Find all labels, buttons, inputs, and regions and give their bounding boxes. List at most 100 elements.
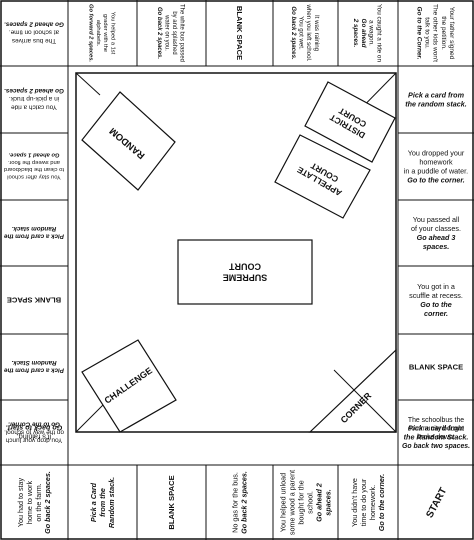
inner-square: [75, 72, 397, 433]
space-text-line: You helped unload: [279, 473, 288, 532]
space-bottom-unload-wood: You helped unloadsome wood a parentbough…: [279, 470, 333, 535]
space-text-line: BLANK SPACE: [7, 295, 61, 304]
label-line: COURT: [229, 261, 261, 271]
space-text-line: 2 spaces.: [352, 18, 359, 48]
diagonal-top-left: [75, 72, 101, 96]
space-text-line: the Random Stack.: [404, 433, 469, 442]
space-bottom-start: START: [424, 486, 449, 520]
space-text-line: Go to the Corner.: [8, 420, 60, 427]
space-text-line: No gas for the bus.: [231, 472, 240, 533]
space-text-line: Go ahead: [360, 19, 367, 48]
district-court-zone[interactable]: [304, 81, 396, 163]
space-text-line: a wagon.: [368, 20, 375, 46]
space-text-line: It was raining: [313, 15, 320, 51]
space-text-line: Go back 2 spaces.: [290, 6, 297, 60]
space-text: BLANK SPACE: [235, 6, 244, 60]
space-text: BLANK SPACE: [167, 475, 176, 529]
space-left-blank-left: BLANK SPACE: [7, 295, 61, 304]
space-text-line: in a pick-up truck.: [9, 95, 60, 102]
space-text-line: You got in a: [417, 282, 455, 291]
space-text: You caught a ride ona wagon.Go ahead2 sp…: [352, 4, 383, 62]
space-text-line: in a puddle of water.: [404, 167, 468, 176]
space-text-line: corner.: [424, 309, 448, 318]
space-text-line: spaces.: [423, 242, 449, 251]
space-text-line: school.: [306, 491, 315, 514]
space-text-line: Go to the: [420, 300, 452, 309]
space-text-line: from the: [98, 488, 107, 517]
space-text: You drop your lunchon the way to school.…: [4, 420, 64, 443]
space-text: It's raining.Go back to start.: [6, 423, 63, 441]
space-text-line: Go ahead 2 spaces.: [4, 21, 64, 28]
supreme-court-label: SUPREMECOURT: [223, 261, 268, 282]
space-text-line: Pick a card from the: [4, 367, 64, 374]
random-card-zone[interactable]: [81, 91, 176, 191]
space-text-line: spaces.: [324, 489, 333, 515]
space-text-line: Go ahead 1 space.: [8, 152, 59, 158]
space-text-line: community bought: [408, 426, 464, 433]
space-text: Your father signedthe petition.The other…: [415, 4, 455, 62]
space-text-line: You catch a ride: [11, 103, 57, 110]
space-text-line: homework.: [368, 485, 377, 520]
space-text: It was rainingwhen you left school.You g…: [290, 3, 320, 61]
diagonal-bottom-right: [333, 369, 397, 433]
space-text-line: You didn't have: [350, 478, 359, 527]
space-text-line: You caught a ride on: [376, 4, 383, 62]
challenge-zone[interactable]: [81, 339, 177, 433]
space-text-line: The white bus passed: [179, 4, 185, 62]
space-text-line: Go back 2 spaces.: [156, 7, 162, 59]
space-bottom-farm: You had to stayhome to workon the farm.G…: [16, 471, 52, 534]
space-top-father-petition: Your father signedthe petition.The other…: [415, 4, 455, 62]
space-text-line: Go to the corner.: [407, 176, 465, 185]
appellate-court-zone[interactable]: [274, 134, 371, 219]
space-left-pick-card-left-1: Pick a card from theRandom stack.: [4, 225, 64, 240]
space-text-line: grader with the: [102, 14, 108, 52]
space-left-clean-blackboard: You stay after schoolto clean the blackb…: [4, 152, 64, 180]
space-text: Pick a card from theRandom stack.: [4, 225, 64, 240]
space-text-line: The schoolbus the: [408, 417, 464, 424]
space-text-line: of your classes.: [411, 224, 461, 233]
space-text-line: some wood a parent: [288, 470, 297, 535]
space-text-line: Pick a Card: [89, 482, 98, 522]
space-text-line: the petition.: [440, 16, 447, 50]
space-text-line: on the farm.: [34, 483, 43, 521]
space-text-line: BLANK SPACE: [235, 6, 244, 60]
space-text-line: when you left school.: [305, 3, 312, 61]
space-text: BLANK SPACE: [7, 295, 61, 304]
space-text-line: Go ahead 2 spaces.: [4, 87, 64, 94]
space-text-line: BLANK SPACE: [409, 363, 463, 372]
space-text-line: Go forward 2 spaces.: [88, 4, 94, 62]
space-left-raining-left: It's raining.Go back to start.: [6, 423, 63, 441]
space-text: Pick a Cardfrom theRandom stack.: [89, 477, 116, 528]
space-bottom-no-gas: No gas for the bus.Go back 2 spaces.: [231, 471, 249, 534]
space-text: You didn't havetime to do yourhomework.G…: [350, 474, 386, 532]
space-text-line: Pick a card from: [408, 424, 465, 433]
space-text-line: Random stack.: [107, 477, 116, 528]
space-text: You helped unloadsome wood a parentbough…: [279, 470, 333, 535]
supreme-court-zone[interactable]: [177, 239, 313, 305]
corner-zone[interactable]: [308, 348, 397, 433]
space-text-line: homework: [419, 158, 453, 167]
space-text: The bus arrivesat school on time.Go ahea…: [4, 21, 64, 44]
space-text-line: alphabets.: [95, 20, 101, 47]
space-text-line: You stay after school: [7, 173, 61, 179]
space-text-line: You dropped your: [408, 149, 465, 158]
space-text: You catch a ridein a pick-up truck.Go ah…: [4, 87, 64, 110]
space-left-lunch: You drop your lunchon the way to school.…: [4, 420, 64, 443]
space-text: START: [424, 486, 449, 520]
space-text: You had to stayhome to workon the farm.G…: [16, 471, 52, 534]
space-text-line: by and splashed: [171, 11, 177, 54]
space-text-line: home to work: [25, 481, 34, 525]
space-text: BLANK SPACE: [409, 363, 463, 372]
space-text-line: You drop your lunch: [5, 436, 62, 443]
space-text-line: water on you.: [164, 14, 170, 51]
space-text-line: Go to the Corner.: [415, 6, 422, 59]
